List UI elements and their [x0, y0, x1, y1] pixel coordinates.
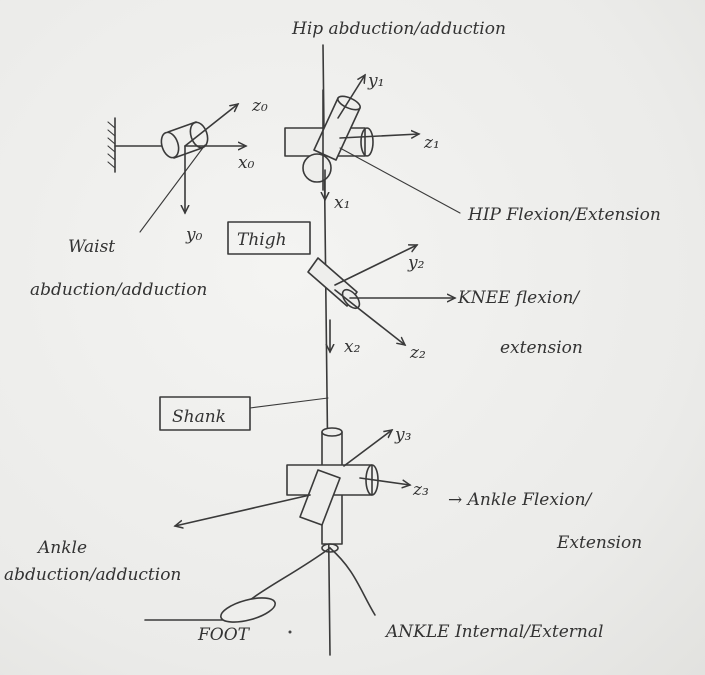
z2-axis-arrow — [334, 289, 405, 345]
ankle-extension-label: Extension — [556, 533, 642, 553]
pencil-dot — [288, 630, 292, 634]
ankle-abduction-label: abduction/adduction — [4, 565, 181, 585]
y3-label: y₃ — [394, 425, 412, 445]
shank-box — [159, 396, 251, 431]
foot-link — [249, 547, 331, 601]
z1-axis-arrow — [339, 134, 419, 138]
ankle-joint-assembly — [286, 427, 379, 553]
shank-leader — [249, 397, 329, 409]
y1-label: y₁ — [367, 71, 384, 91]
y3-axis-arrow — [343, 430, 392, 467]
knee-joint-cylinder — [307, 257, 361, 310]
fixed-base-hatch — [107, 117, 166, 173]
foot-ellipse — [220, 597, 276, 623]
ankle-label: Ankle — [36, 538, 87, 558]
thigh-box — [227, 221, 311, 255]
y0-label: y₀ — [185, 225, 203, 245]
waist-abduction-label: abduction/adduction — [30, 280, 207, 300]
waist-joint-cylinder — [160, 121, 209, 159]
knee-flexion-label: KNEE flexion/ — [457, 288, 581, 308]
ankle-internal-leader — [329, 547, 376, 616]
ankle-flexion-label: → Ankle Flexion/ — [448, 490, 594, 510]
x1-label: x₁ — [334, 193, 350, 213]
waist-label: Waist — [68, 237, 115, 257]
hip-flexion-leader — [339, 147, 461, 214]
y2-axis-arrow — [334, 245, 417, 286]
z0-label: z₀ — [251, 96, 268, 116]
z2-label: z₂ — [409, 343, 426, 363]
waist-leader — [139, 144, 206, 233]
ankle-internal-label: ANKLE Internal/External — [384, 622, 603, 642]
foot-label: FOOT — [197, 625, 251, 645]
knee-extension-label: extension — [500, 338, 583, 358]
ankle-abduction-arrow — [175, 494, 311, 526]
hip-flexion-label: HIP Flexion/Extension — [467, 205, 661, 225]
z3-axis-arrow — [359, 477, 410, 485]
hip-joint-assembly — [284, 89, 374, 191]
z1-label: z₁ — [423, 133, 440, 153]
thigh-label: Thigh — [237, 230, 287, 250]
y2-label: y₂ — [407, 253, 425, 273]
shank-label: Shank — [172, 407, 226, 427]
x0-label: x₀ — [238, 153, 255, 173]
y1-axis-arrow — [337, 75, 365, 119]
hip-abduction-label: Hip abduction/adduction — [291, 19, 506, 39]
z3-label: z₃ — [412, 480, 429, 500]
z0-axis-arrow — [184, 104, 238, 147]
x2-label: x₂ — [344, 337, 361, 357]
